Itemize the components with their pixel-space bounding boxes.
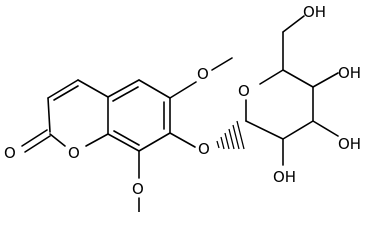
glycosidic-bonds <box>169 132 196 148</box>
sugar-ring-oxygen: O <box>238 82 250 100</box>
hydroxymethyl-oh: OH <box>303 3 326 21</box>
c2-hydroxyl: OH <box>273 168 296 186</box>
methoxy-bottom-oxygen: O <box>132 180 144 198</box>
lactone-ring-oxygen: O <box>68 144 80 162</box>
methoxy-bonds <box>138 57 233 212</box>
sugar-substituent-bonds <box>282 15 339 166</box>
coumarin-ring-bonds <box>21 79 171 153</box>
glycosidic-oxygen: O <box>198 140 210 158</box>
sugar-ring-bonds <box>245 69 314 140</box>
methoxy-top-oxygen: O <box>197 65 209 83</box>
chemical-structure: O O O O O O OH OH OH OH <box>4 3 361 212</box>
c3-hydroxyl: OH <box>338 135 361 153</box>
carbonyl-oxygen: O <box>4 144 16 162</box>
atom-labels: O O O O O O OH OH OH OH <box>4 3 361 198</box>
glycosidic-hatch <box>216 120 245 150</box>
c4-hydroxyl: OH <box>338 64 361 82</box>
